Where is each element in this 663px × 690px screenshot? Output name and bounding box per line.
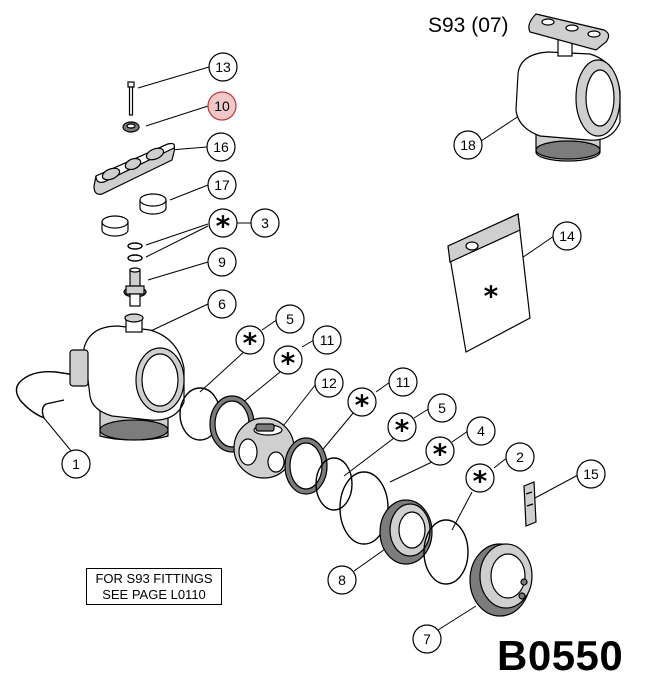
asterisk-bubble-3: * (208, 208, 238, 243)
svg-text:13: 13 (215, 59, 231, 75)
svg-text:2: 2 (516, 449, 524, 465)
svg-text:*: * (484, 280, 499, 313)
part-14-kit-bag (447, 213, 531, 353)
svg-text:*: * (281, 347, 296, 380)
svg-text:7: 7 (423, 631, 431, 647)
part-6-valve-body (69, 313, 185, 441)
svg-text:*: * (216, 210, 231, 243)
callout-9[interactable]: 9 (207, 247, 237, 277)
svg-text:12: 12 (321, 375, 337, 391)
asterisk-bubble-5b: * (387, 412, 417, 447)
part-17-caps (101, 193, 167, 237)
callout-11-right[interactable]: 11 (388, 367, 418, 397)
model-title: S93 (07) (428, 14, 509, 37)
svg-text:5: 5 (286, 311, 294, 327)
part-15-clip (523, 481, 537, 527)
svg-text:1: 1 (72, 456, 80, 472)
callout-11-left[interactable]: 11 (312, 325, 342, 355)
svg-text:14: 14 (559, 228, 575, 244)
part-1-wire-pin (15, 370, 83, 419)
part-2-oring (423, 519, 469, 585)
callout-4[interactable]: 4 (466, 416, 496, 446)
callout-13[interactable]: 13 (208, 52, 238, 82)
svg-text:10: 10 (214, 98, 230, 114)
part-8-nut (379, 499, 433, 565)
asterisk-bubble-11a: * (273, 345, 303, 380)
svg-text:*: * (473, 465, 488, 498)
svg-text:3: 3 (261, 215, 269, 231)
svg-text:*: * (395, 414, 410, 447)
callout-3[interactable]: 3 (250, 208, 280, 238)
svg-text:*: * (433, 438, 448, 471)
part-3-orings (127, 242, 143, 262)
callout-1[interactable]: 1 (61, 449, 91, 479)
callout-5-right[interactable]: 5 (427, 393, 457, 423)
callout-16[interactable]: 16 (206, 132, 236, 162)
callout-15[interactable]: 15 (576, 459, 606, 489)
part-9-stem (123, 267, 147, 307)
callout-6[interactable]: 6 (207, 289, 237, 319)
note-line-1: FOR S93 FITTINGS (95, 571, 213, 586)
part-12-ball (233, 417, 295, 479)
callout-12[interactable]: 12 (314, 368, 344, 398)
note-box: FOR S93 FITTINGS SEE PAGE L0110 (86, 568, 222, 605)
callout-2[interactable]: 2 (505, 442, 535, 472)
leader-lines (43, 66, 579, 631)
callout-18[interactable]: 18 (453, 130, 483, 160)
svg-text:5: 5 (438, 400, 446, 416)
svg-text:18: 18 (460, 137, 476, 153)
svg-text:6: 6 (218, 296, 226, 312)
svg-text:16: 16 (213, 139, 229, 155)
part-10-washer (122, 121, 140, 133)
asterisk-bubble-5a: * (235, 325, 265, 360)
svg-text:9: 9 (218, 254, 226, 270)
part-14-asterisk: * (484, 280, 499, 313)
callout-7[interactable]: 7 (412, 624, 442, 654)
part-16-handle (93, 142, 175, 195)
part-7-coupling (469, 543, 533, 617)
part-13-screw (127, 81, 135, 116)
svg-text:*: * (355, 389, 370, 422)
callout-17[interactable]: 17 (207, 170, 237, 200)
callout-5-left[interactable]: 5 (275, 304, 305, 334)
svg-text:17: 17 (214, 177, 230, 193)
callout-10[interactable]: 10 (207, 91, 237, 121)
note-line-2: SEE PAGE L0110 (102, 587, 206, 602)
svg-text:11: 11 (320, 332, 335, 348)
svg-text:8: 8 (338, 572, 346, 588)
svg-text:*: * (243, 327, 258, 360)
svg-text:15: 15 (583, 466, 599, 482)
svg-text:4: 4 (477, 423, 485, 439)
asterisk-bubble-11b: * (347, 387, 377, 422)
svg-text:11: 11 (396, 374, 411, 390)
asterisk-bubble-2: * (465, 463, 495, 498)
part-1-wire-pin-leg (41, 399, 65, 419)
callout-8[interactable]: 8 (327, 565, 357, 595)
part-18-assembled-valve (515, 13, 621, 162)
asterisk-bubble-4: * (425, 436, 455, 471)
callout-14[interactable]: 14 (552, 221, 582, 251)
part-5-oring-right (315, 457, 353, 511)
page-code: B0550 (497, 632, 624, 679)
